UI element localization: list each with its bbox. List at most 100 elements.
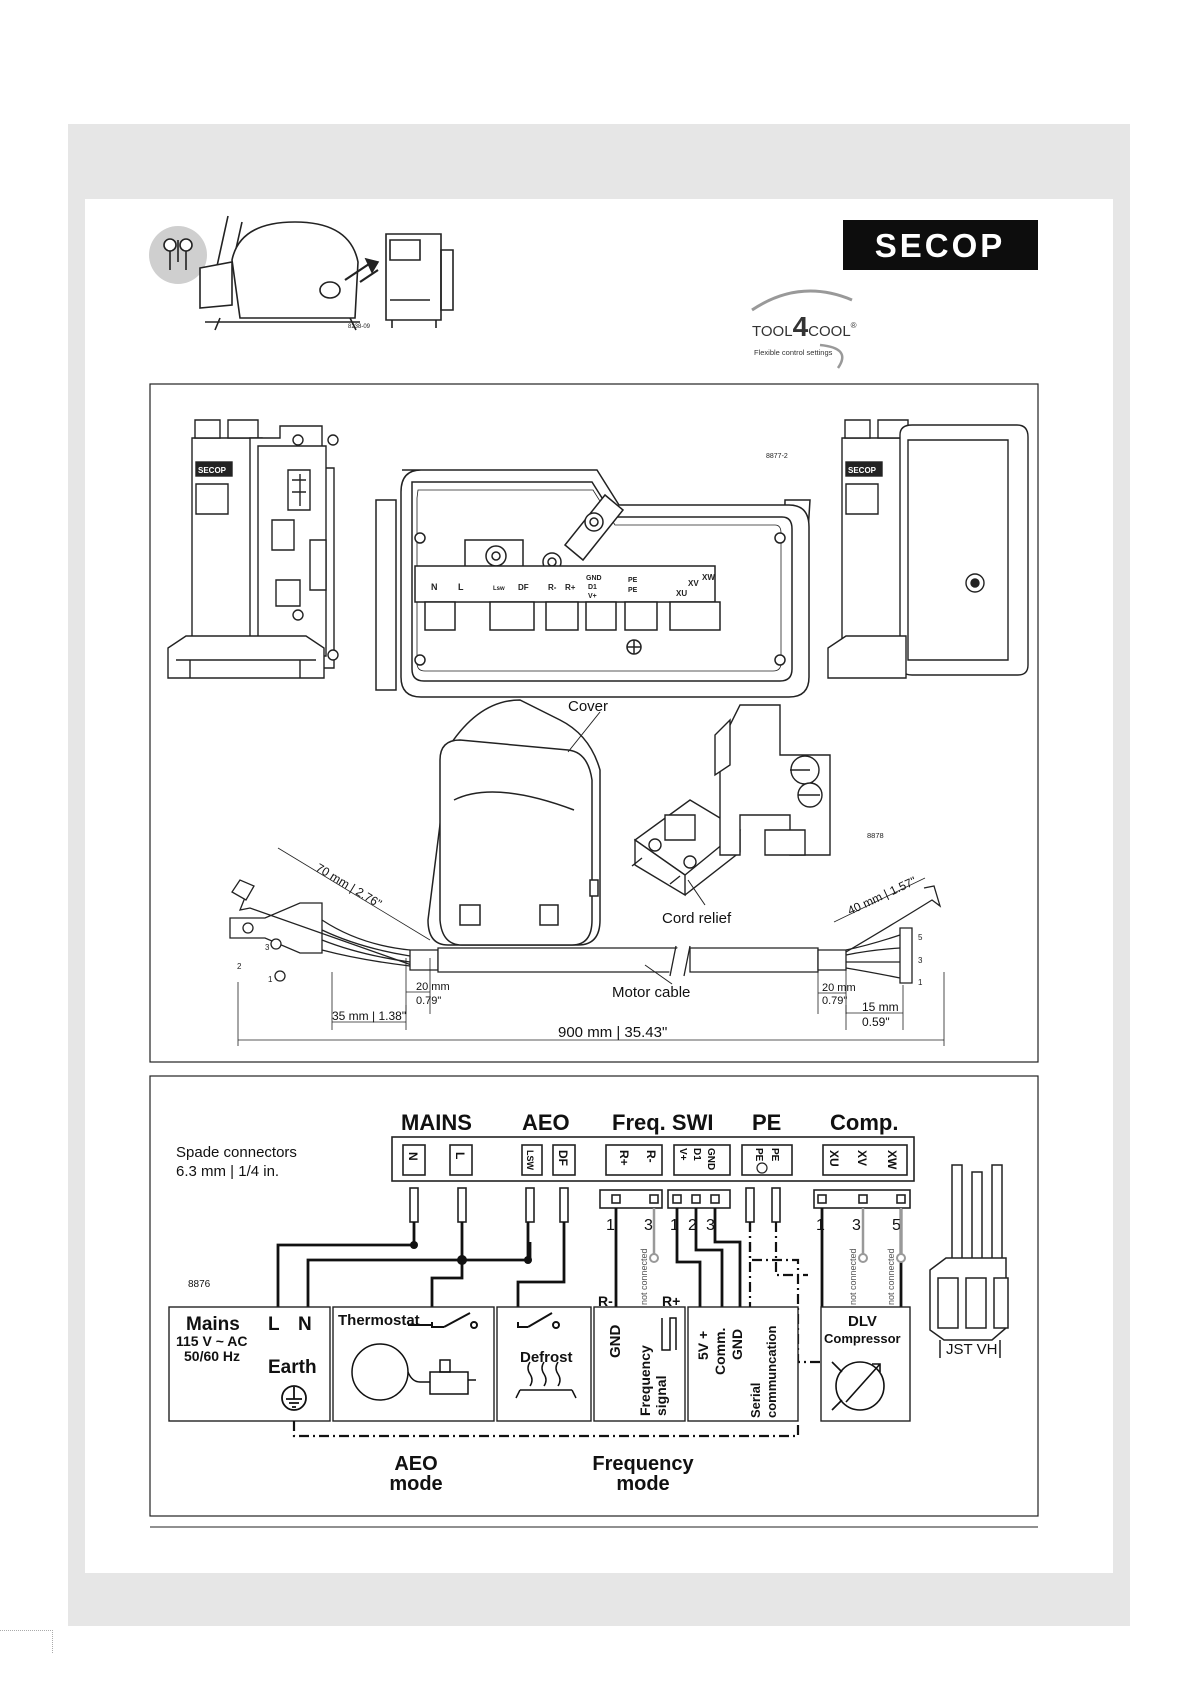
svg-text:1: 1 (918, 978, 923, 987)
strip-labels: N L LSW DF R- R+ GND D1 V+ PE PE XU XV X… (406, 1148, 899, 1171)
swi-serial-label: Serial (748, 1383, 763, 1418)
svg-text:Flexible control settings: Flexible control settings (754, 348, 833, 357)
compressor-symbol-icon (831, 1361, 885, 1411)
cover-callout: Cover (568, 698, 608, 715)
svg-text:V+: V+ (588, 593, 597, 600)
svg-text:900 mm | 35.43": 900 mm | 35.43" (558, 1024, 667, 1041)
svg-text:Mains: Mains (186, 1314, 240, 1335)
svg-text:3: 3 (706, 1217, 715, 1234)
tool4cool-logo: TOOL4COOL® Flexible control settings (751, 289, 857, 369)
svg-text:2: 2 (688, 1217, 697, 1234)
svg-text:XW: XW (885, 1150, 899, 1170)
svg-text:mode: mode (616, 1473, 669, 1495)
not-connected-wires (652, 1208, 903, 1255)
svg-text:SECOP: SECOP (875, 227, 1006, 264)
svg-text:PE: PE (628, 587, 638, 594)
svg-text:not connected: not connected (639, 1248, 649, 1305)
bracket-figure-code: 8878 (867, 831, 884, 840)
svg-text:5: 5 (892, 1217, 901, 1234)
svg-text:XU: XU (676, 589, 687, 598)
svg-text:Lsw: Lsw (493, 586, 505, 592)
svg-text:MAINS: MAINS (401, 1110, 472, 1135)
svg-text:AEO: AEO (522, 1110, 570, 1135)
svg-text:DF: DF (556, 1150, 570, 1166)
svg-text:D1: D1 (588, 584, 597, 591)
svg-text:1: 1 (606, 1217, 615, 1234)
spade-note-line2: 6.3 mm | 1/4 in. (176, 1163, 279, 1180)
svg-text:XV: XV (855, 1150, 869, 1166)
thermostat-switch-icon (408, 1312, 478, 1329)
svg-text:Earth: Earth (268, 1357, 317, 1378)
mode-dash-line (292, 1421, 800, 1438)
heater-icon (515, 1361, 577, 1399)
svg-text:N: N (431, 582, 438, 592)
swi-serial-label-2: communcation (764, 1325, 779, 1418)
svg-text:5: 5 (918, 933, 923, 942)
earth-wiring (748, 1222, 820, 1364)
svg-text:GND: GND (705, 1148, 716, 1170)
svg-text:0.59": 0.59" (862, 1015, 890, 1029)
svg-text:not connected: not connected (848, 1248, 858, 1305)
jst-connector-icon (929, 1164, 1009, 1358)
defrost-label: Defrost (520, 1349, 573, 1366)
r-plus-label: R+ (662, 1293, 680, 1309)
svg-text:L: L (458, 582, 464, 592)
svg-text:R-: R- (644, 1150, 658, 1163)
cord-relief-callout: Cord relief (662, 910, 732, 927)
svg-text:115 V ~ AC: 115 V ~ AC (176, 1333, 247, 1349)
svg-text:LSW: LSW (525, 1150, 535, 1171)
svg-text:20 mm: 20 mm (416, 981, 450, 993)
wiring-figure-code: 8876 (188, 1279, 211, 1290)
svg-text:1: 1 (670, 1217, 679, 1234)
page-corner-mark (0, 1630, 53, 1653)
swi-gnd-label: GND (729, 1329, 745, 1360)
freq-signal-label-2: signal (653, 1376, 669, 1416)
svg-text:XV: XV (688, 579, 699, 588)
svg-text:XU: XU (827, 1150, 841, 1167)
side-view-left (167, 419, 339, 679)
svg-text:PE: PE (752, 1110, 781, 1135)
swi-comm-label: Comm. (712, 1328, 728, 1375)
not-connected-labels: not connected not connected not connecte… (639, 1248, 896, 1305)
small-figure-code: 8238-09 (348, 324, 371, 330)
svg-text:3: 3 (852, 1217, 861, 1234)
svg-text:XW: XW (702, 573, 715, 582)
side-view-left-brand: SECOP (198, 466, 227, 475)
dimension-lines (237, 847, 945, 1046)
svg-text:3: 3 (644, 1217, 653, 1234)
bracket-part (714, 704, 831, 856)
side-view-right-brand: SECOP (848, 466, 877, 475)
thermostat-label: Thermostat (338, 1312, 420, 1329)
strip-earth-icon (756, 1162, 768, 1174)
cord-relief-part (631, 799, 742, 897)
svg-text:3: 3 (265, 943, 270, 952)
connector-pin-numbers: 1 3 1 2 3 1 3 5 (606, 1217, 901, 1234)
svg-text:N: N (298, 1314, 312, 1335)
group-headers: MAINS AEO Freq. SWI PE Comp. (401, 1110, 898, 1135)
svg-text:not connected: not connected (886, 1248, 896, 1305)
defrost-switch-icon (517, 1312, 560, 1329)
svg-text:0.79": 0.79" (416, 995, 441, 1007)
svg-text:V+: V+ (677, 1148, 688, 1161)
jst-label: JST VH (946, 1341, 997, 1358)
svg-text:1: 1 (268, 975, 273, 984)
motor-cable (229, 879, 942, 984)
component-figure-code: 8877-2 (766, 453, 788, 460)
square-wave-icon (661, 1317, 677, 1351)
svg-text:0.79": 0.79" (822, 995, 847, 1007)
svg-text:R+: R+ (565, 583, 576, 592)
compressor-label: Compressor (824, 1331, 901, 1346)
dlv-label: DLV (848, 1313, 877, 1330)
svg-text:1: 1 (816, 1217, 825, 1234)
cover-part (427, 699, 601, 946)
spade-connectors (409, 1187, 911, 1223)
r-minus-label: R- (598, 1293, 613, 1309)
mode-labels: AEO mode Frequency mode (389, 1453, 694, 1495)
side-view-right (827, 419, 1029, 679)
svg-text:DF: DF (518, 583, 529, 592)
svg-text:PE: PE (769, 1148, 780, 1162)
motor-cable-callout: Motor cable (612, 984, 690, 1001)
svg-text:D1: D1 (691, 1148, 702, 1161)
svg-text:AEO: AEO (394, 1453, 437, 1475)
